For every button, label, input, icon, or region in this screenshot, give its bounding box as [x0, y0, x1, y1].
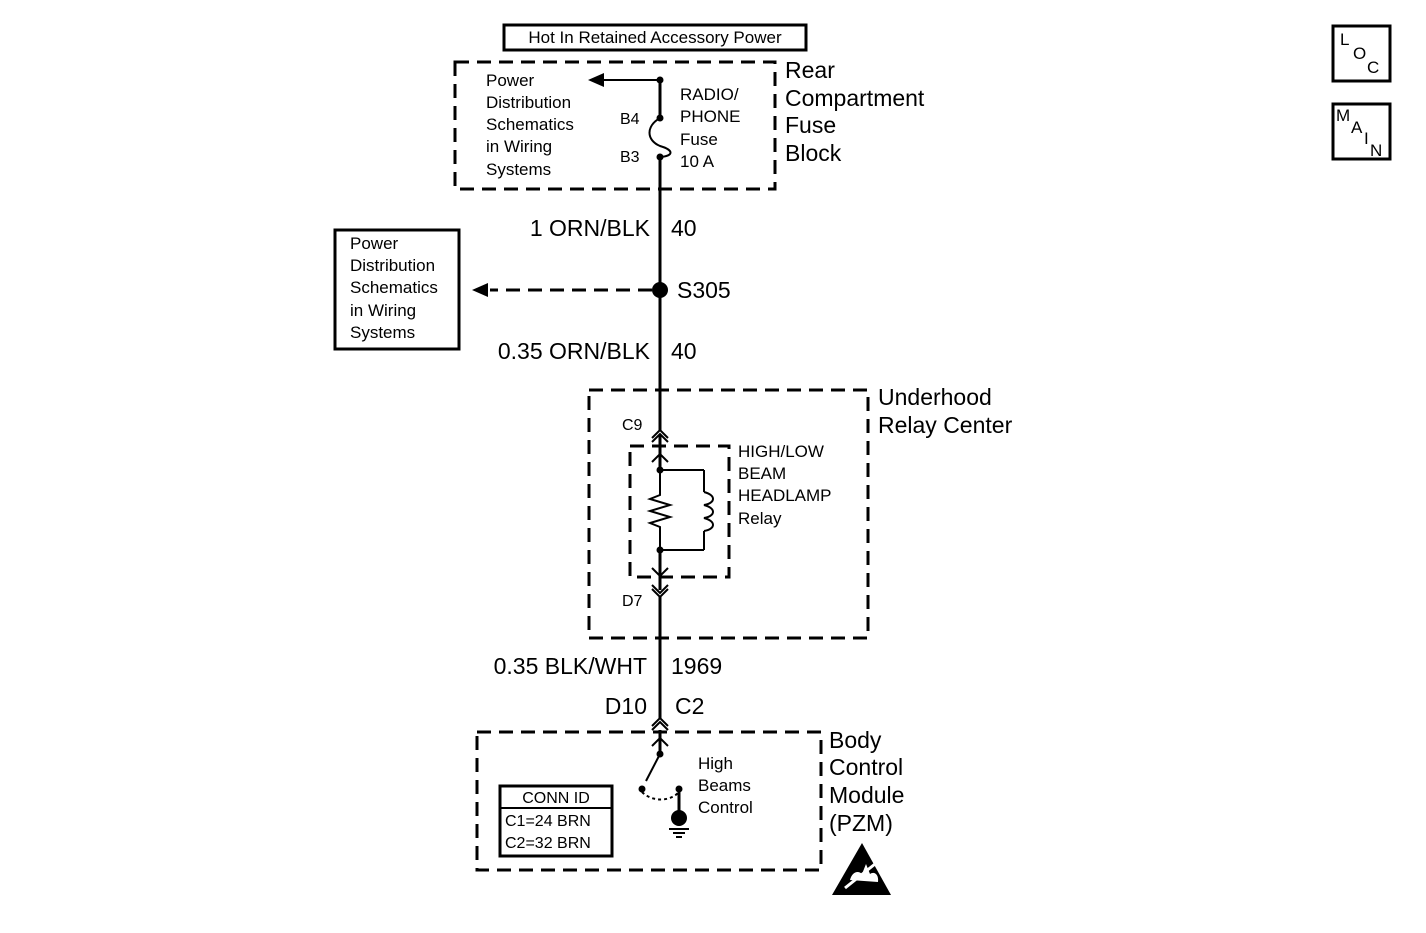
- connector-c9-icon: [651, 428, 669, 439]
- splice-dot-icon: [652, 282, 668, 298]
- main-letter-n: N: [1370, 141, 1382, 160]
- wire3-label: 0.35 BLK/WHT: [494, 653, 647, 679]
- power-source-text: Hot In Retained Accessory Power: [528, 28, 782, 47]
- wire1-label: 1 ORN/BLK: [530, 215, 651, 241]
- loc-button[interactable]: L O C: [1331, 24, 1392, 83]
- main-letter-a: A: [1351, 118, 1363, 137]
- splice-arrow-icon: [472, 283, 488, 297]
- relay-pin-bottom: D7: [622, 593, 643, 610]
- ground-dot-icon: [671, 810, 687, 826]
- bcm-pin: D10: [605, 693, 647, 719]
- main-letter-i: I: [1364, 129, 1369, 148]
- power-source-label: Hot In Retained Accessory Power: [502, 23, 808, 52]
- fuse-label: RADIO/ PHONE Fuse 10 A: [680, 85, 745, 171]
- conn-id-row: C2=32 BRN: [505, 835, 591, 852]
- bcm-connector: C2: [675, 693, 704, 719]
- wire1-circuit: 40: [671, 215, 697, 241]
- fuse-block-name: Rear Compartment Fuse Block: [785, 57, 931, 166]
- relay-label: HIGH/LOW BEAM HEADLAMP Relay: [738, 442, 836, 528]
- conn-id-title: CONN ID: [522, 790, 590, 807]
- wire3-circuit: 1969: [671, 653, 722, 679]
- reference-arrow-icon: [588, 73, 604, 87]
- esd-warning-icon: [832, 843, 891, 895]
- underhood-relay-center: Underhood Relay Center C9 D7 HIGH/LOW BE…: [587, 384, 1013, 640]
- fuse-block-reference: Power Distribution Schematics in Wiring …: [486, 71, 579, 179]
- loc-letter-o: O: [1353, 44, 1366, 63]
- relay-pin-top: C9: [622, 417, 643, 434]
- fuse-icon: [648, 117, 672, 158]
- connector-c2-icon: [651, 716, 669, 727]
- conn-id-row: C1=24 BRN: [505, 813, 591, 830]
- loc-letter-l: L: [1340, 30, 1349, 49]
- rear-compartment-fuse-block: Rear Compartment Fuse Block Power Distri…: [453, 57, 931, 191]
- fuse-pin-bottom: B3: [620, 149, 640, 166]
- wire2-label: 0.35 ORN/BLK: [498, 338, 651, 364]
- switch-icon: [645, 753, 661, 782]
- relay-center-name: Underhood Relay Center: [878, 384, 1013, 438]
- splice-s305: S305 Power Distribution Schematics in Wi…: [333, 228, 731, 351]
- bcm-name: Body Control Module (PZM): [829, 727, 911, 836]
- loc-letter-c: C: [1367, 58, 1379, 77]
- splice-reference: Power Distribution Schematics in Wiring …: [350, 234, 443, 342]
- main-button[interactable]: M A I N: [1331, 102, 1392, 161]
- splice-id: S305: [677, 277, 731, 303]
- body-control-module: Body Control Module (PZM) High Beams Con…: [475, 727, 911, 872]
- switch-label: High Beams Control: [698, 754, 756, 817]
- connector-d7-icon: [651, 584, 669, 595]
- wire2-circuit: 40: [671, 338, 697, 364]
- resistor-icon: [646, 470, 674, 550]
- main-letter-m: M: [1336, 106, 1350, 125]
- relay-coil-icon: [703, 491, 714, 532]
- fuse-pin-top: B4: [620, 111, 640, 128]
- conn-id-box: CONN ID C1=24 BRN C2=32 BRN: [498, 784, 614, 858]
